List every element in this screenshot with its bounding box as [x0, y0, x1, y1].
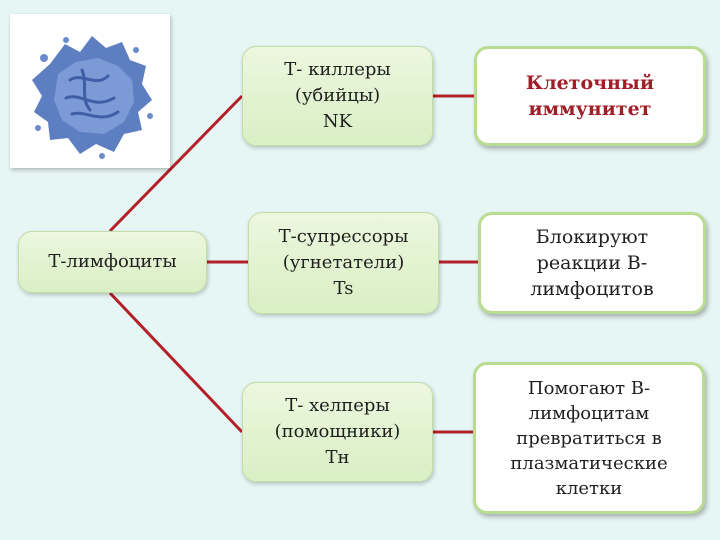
function-node-help-b-lymphocytes: Помогают В- лимфоцитам превратиться в пл…: [473, 362, 705, 514]
function-node-cellular-immunity: Клеточный иммунитет: [474, 46, 706, 146]
connector-root-to-killers: [108, 94, 244, 233]
lymphocyte-micrograph-icon: [10, 14, 170, 168]
root-node-t-lymphocytes: Т-лимфоциты: [18, 231, 207, 293]
function-node-label: Клеточный иммунитет: [525, 72, 655, 120]
function-node-label: Блокируют реакции В- лимфоцитов: [530, 226, 654, 300]
type-node-killers: Т- киллеры (убийцы) NK: [242, 46, 433, 146]
type-node-label: Т- хелперы (помощники) Tн: [274, 395, 401, 468]
connector-root-to-helpers: [108, 291, 244, 434]
function-node-block-b-lymphocytes: Блокируют реакции В- лимфоцитов: [478, 212, 706, 314]
lymphocyte-image: [10, 14, 170, 168]
root-node-label: Т-лимфоциты: [48, 251, 177, 272]
type-node-helpers: Т- хелперы (помощники) Tн: [242, 382, 433, 482]
function-node-label: Помогают В- лимфоцитам превратиться в пл…: [510, 377, 668, 499]
type-node-suppressors: Т-супрессоры (угнетатели) Ts: [248, 212, 439, 314]
type-node-label: Т- киллеры (убийцы) NK: [284, 59, 391, 132]
type-node-label: Т-супрессоры (угнетатели) Ts: [278, 226, 409, 299]
